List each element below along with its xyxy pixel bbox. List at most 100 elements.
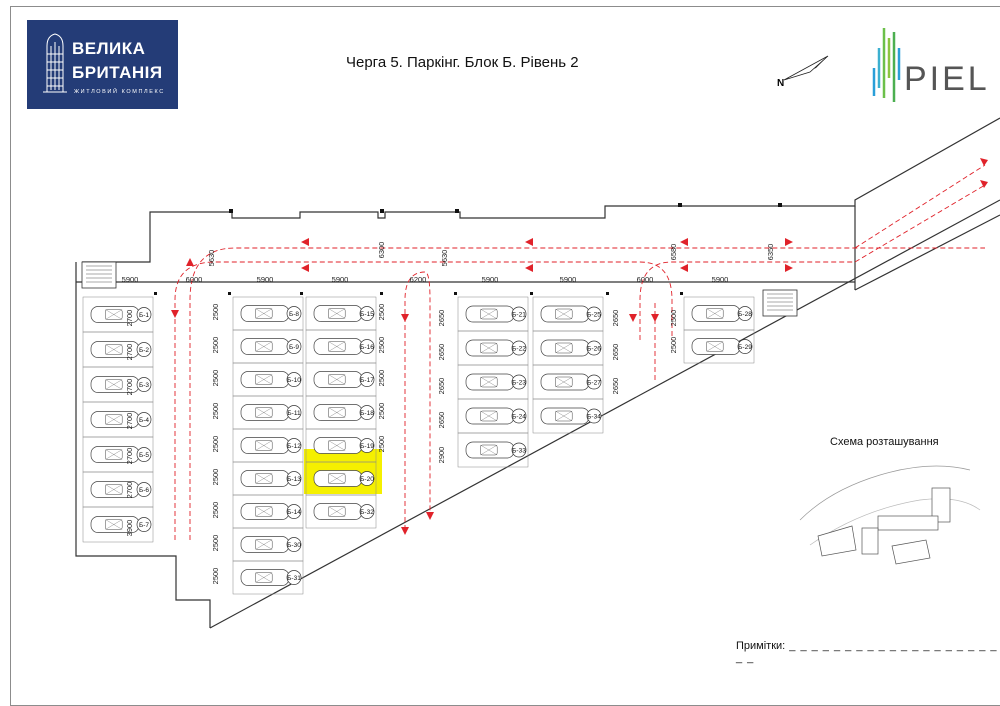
slot-label: Б-16: [360, 344, 374, 351]
slot-badge: [136, 517, 152, 532]
brand-logo-icon: [872, 28, 901, 102]
car-icon: [465, 373, 515, 391]
slot-label: Б-3: [139, 382, 149, 389]
dimension-side: 2700: [125, 448, 134, 465]
slot-label: Б-22: [512, 345, 526, 352]
slot-badge: [286, 504, 302, 519]
dimension-side: 2500: [669, 310, 678, 327]
dimension-side: 3900: [125, 520, 134, 537]
car-icon: [465, 407, 515, 425]
slot-badge: [511, 442, 527, 458]
building-icon: [43, 33, 67, 93]
car-roof: [480, 410, 498, 422]
dimension-side: 2500: [211, 436, 220, 453]
slot-label: Б-8: [289, 311, 299, 318]
slot-outline: [232, 560, 304, 595]
parking-slot: Б-7: [82, 506, 154, 543]
slot-badge: [359, 372, 375, 387]
car-icon: [313, 305, 363, 322]
parking-slot: Б-6: [82, 471, 154, 508]
car-cross: [706, 308, 724, 319]
parking-slot: Б-34: [532, 398, 604, 434]
dimension-side: 2500: [669, 337, 678, 354]
car-roof: [255, 506, 273, 517]
car-icon: [691, 338, 741, 355]
parking-slot: Б-19: [305, 428, 377, 463]
car-cross: [480, 342, 498, 354]
slot-badge: [586, 408, 602, 424]
dimension-side: 2650: [437, 378, 446, 395]
parking-slot: Б-4: [82, 401, 154, 438]
compass-arrow-icon: [783, 55, 829, 81]
slot-label: Б-19: [360, 443, 374, 450]
dimension-top: 5900: [332, 275, 349, 284]
logo-line-3: ЖИТЛОВИЙ КОМПЛЕКС: [74, 89, 165, 95]
dimension-side: 2500: [377, 337, 386, 354]
parking-slot: Б-8: [232, 296, 304, 331]
logo-velyka-brytaniia: ВЕЛИКА БРИТАНІЯ ЖИТЛОВИЙ КОМПЛЕКС: [27, 20, 178, 109]
page-title: Черга 5. Паркінг. Блок Б. Рівень 2: [346, 54, 579, 71]
parking-slot: Б-32: [305, 494, 377, 529]
car-cross: [555, 308, 573, 320]
building-outline: [75, 117, 1000, 629]
car-icon: [313, 470, 363, 487]
slot-badge: [737, 339, 753, 354]
slot-badge: [359, 339, 375, 354]
car-cross: [255, 539, 273, 550]
slot-label: Б-21: [512, 311, 526, 318]
dimension-side: 2500: [211, 337, 220, 354]
parking-slot: Б-31: [232, 560, 304, 595]
parking-slot: Б-25: [532, 296, 604, 332]
parking-slot: Б-15: [305, 296, 377, 331]
parking-slots: Б-1Б-2Б-3Б-4Б-5Б-6Б-7Б-8Б-9Б-10Б-11Б-12Б…: [82, 296, 755, 595]
slot-badge: [136, 482, 152, 497]
dimension-side: 2900: [437, 447, 446, 464]
slot-badge: [286, 570, 302, 585]
car-roof: [328, 308, 346, 319]
slot-badge: [286, 372, 302, 387]
car-icon: [313, 404, 363, 421]
schema-title: Схема розташування: [830, 436, 939, 448]
car-roof: [706, 308, 724, 319]
slot-label: Б-4: [139, 417, 149, 424]
slot-label: Б-11: [287, 410, 301, 417]
car-roof: [555, 376, 573, 388]
car-roof: [255, 341, 273, 352]
slot-badge: [136, 412, 152, 427]
site-schema-map: [799, 465, 981, 565]
car-icon: [240, 470, 290, 487]
driving-route: [174, 164, 986, 540]
car-icon: [240, 437, 290, 454]
slot-label: Б-18: [360, 410, 374, 417]
slot-label: Б-5: [139, 452, 149, 459]
car-roof: [105, 484, 123, 495]
slot-badge: [286, 339, 302, 354]
parking-slot: Б-3: [82, 366, 154, 403]
brand-name: PIEL: [904, 60, 990, 98]
car-cross: [328, 341, 346, 352]
slot-badge: [511, 306, 527, 322]
dimension-side: 2500: [211, 469, 220, 486]
parking-slot: Б-21: [457, 296, 529, 332]
parking-slot: Б-11: [232, 395, 304, 430]
car-icon: [465, 441, 515, 459]
car-cross: [555, 410, 573, 422]
dimension-side: 2700: [125, 344, 134, 361]
car-roof: [105, 414, 123, 425]
car-roof: [480, 342, 498, 354]
car-cross: [105, 414, 123, 425]
dimension-side: 2650: [611, 310, 620, 327]
dimension-side: 2700: [125, 310, 134, 327]
slot-badge: [286, 306, 302, 321]
slot-label: Б-7: [139, 522, 149, 529]
car-cross: [255, 572, 273, 583]
dimension-top: 5630: [440, 250, 449, 267]
car-icon: [313, 503, 363, 520]
car-icon: [240, 404, 290, 421]
slot-label: Б-24: [512, 413, 526, 420]
car-roof: [480, 376, 498, 388]
car-cross: [255, 440, 273, 451]
car-cross: [255, 374, 273, 385]
slot-badge: [286, 405, 302, 420]
car-roof: [328, 374, 346, 385]
